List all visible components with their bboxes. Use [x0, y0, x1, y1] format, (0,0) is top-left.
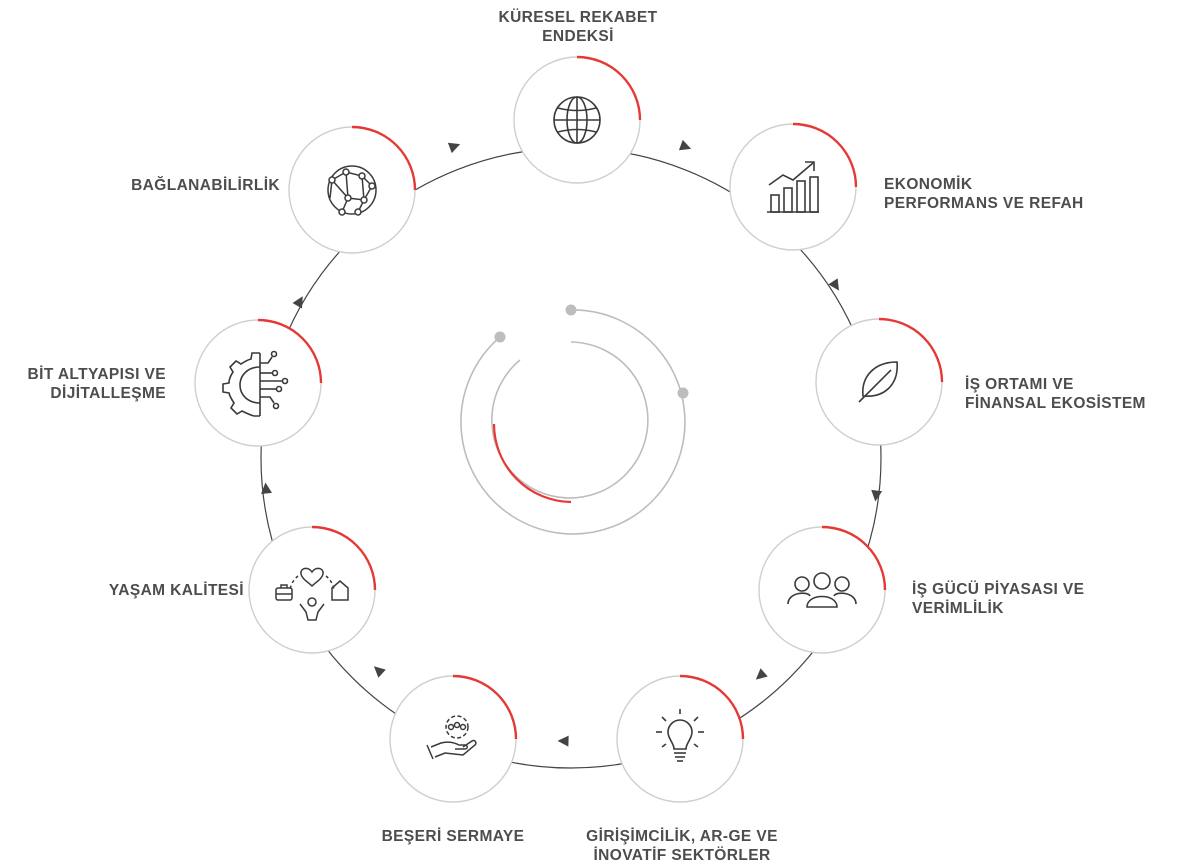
network-globe-icon — [327, 165, 377, 216]
node-progress-arc — [311, 525, 377, 591]
label-line: FİNANSAL EKOSİSTEM — [965, 395, 1146, 412]
label-line: PERFORMANS VE REFAH — [884, 195, 1084, 212]
center-outer-arc — [460, 309, 686, 535]
node-girisimcilik[interactable] — [616, 674, 745, 803]
leaf-icon — [858, 361, 898, 403]
label-kuresel: KÜRESEL REKABET ENDEKSİ — [470, 8, 686, 46]
growth-chart-icon — [767, 161, 819, 213]
flow-arrowhead — [557, 735, 569, 747]
label-line: BAĞLANABİLİRLİK — [131, 177, 280, 194]
flow-arrowhead — [373, 666, 386, 678]
center-dot-top — [565, 304, 577, 316]
center-inner-arc — [491, 341, 649, 499]
digital-gear-icon — [222, 350, 289, 417]
node-progress-arc — [452, 674, 518, 740]
node-progress-arc — [878, 317, 944, 383]
label-line: ENDEKSİ — [542, 28, 614, 45]
lightbulb-icon — [656, 709, 704, 762]
flow-arrowhead — [261, 482, 273, 495]
flow-arrowhead — [447, 142, 461, 154]
node-progress-arc — [821, 525, 887, 591]
label-line: EKONOMİK — [884, 176, 973, 193]
people-group-icon — [787, 572, 857, 608]
center-dot-right — [677, 387, 689, 399]
node-ekonomik[interactable] — [729, 122, 858, 251]
label-line: BEŞERİ SERMAYE — [381, 828, 525, 845]
node-progress-arc — [351, 125, 417, 191]
flow-arrowhead — [828, 278, 839, 291]
life-balance-icon — [275, 567, 349, 621]
label-bit: BİT ALTYAPISI VE DİJİTALLEŞME — [0, 365, 166, 403]
label-line: DİJİTALLEŞME — [50, 385, 166, 402]
label-is-gucu: İŞ GÜCÜ PİYASASI VE VERİMLİLİK — [912, 580, 1152, 618]
node-progress-arc — [257, 318, 323, 384]
flow-arrowhead — [871, 489, 883, 502]
center-dot-left — [494, 331, 506, 343]
label-line: YAŞAM KALİTESİ — [108, 582, 244, 599]
node-progress-arc — [576, 55, 642, 121]
label-line: İŞ ORTAMI VE — [965, 376, 1074, 393]
label-baglanabilirlik: BAĞLANABİLİRLİK — [60, 176, 280, 195]
label-is-ortami: İŞ ORTAMI VE FİNANSAL EKOSİSTEM — [965, 375, 1179, 413]
label-ekonomik: EKONOMİK PERFORMANS VE REFAH — [884, 175, 1124, 213]
label-line: İŞ GÜCÜ PİYASASI VE — [912, 581, 1085, 598]
node-is-gucu[interactable] — [758, 525, 887, 654]
label-line: BİT ALTYAPISI VE — [27, 366, 166, 383]
center-decoration — [460, 304, 689, 535]
flow-arrowhead — [678, 139, 692, 151]
label-line: KÜRESEL REKABET — [498, 9, 658, 26]
flow-arrowhead — [292, 296, 303, 309]
node-is-ortami[interactable] — [815, 317, 944, 446]
node-bit[interactable] — [194, 318, 323, 447]
node-progress-arc — [679, 674, 745, 740]
center-red-arc — [492, 423, 572, 504]
hand-gear-people-icon — [426, 715, 477, 760]
node-progress-arc — [792, 122, 858, 188]
label-line: VERİMLİLİK — [912, 600, 1004, 617]
node-baglanabilirlik[interactable] — [288, 125, 417, 254]
label-line: GİRİŞİMCİLİK, AR-GE VE — [586, 828, 778, 845]
label-yasam: YAŞAM KALİTESİ — [40, 581, 244, 600]
label-girisimcilik: GİRİŞİMCİLİK, AR-GE VE İNOVATİF SEKTÖRLE… — [560, 827, 804, 865]
label-beseri: BEŞERİ SERMAYE — [360, 827, 546, 846]
node-beseri[interactable] — [389, 674, 518, 803]
globe-icon — [553, 96, 601, 144]
label-line: İNOVATİF SEKTÖRLER — [593, 847, 771, 864]
flow-arrows — [261, 139, 883, 747]
node-yasam[interactable] — [248, 525, 377, 654]
node-kuresel[interactable] — [513, 55, 642, 184]
flow-arrowhead — [755, 668, 768, 680]
